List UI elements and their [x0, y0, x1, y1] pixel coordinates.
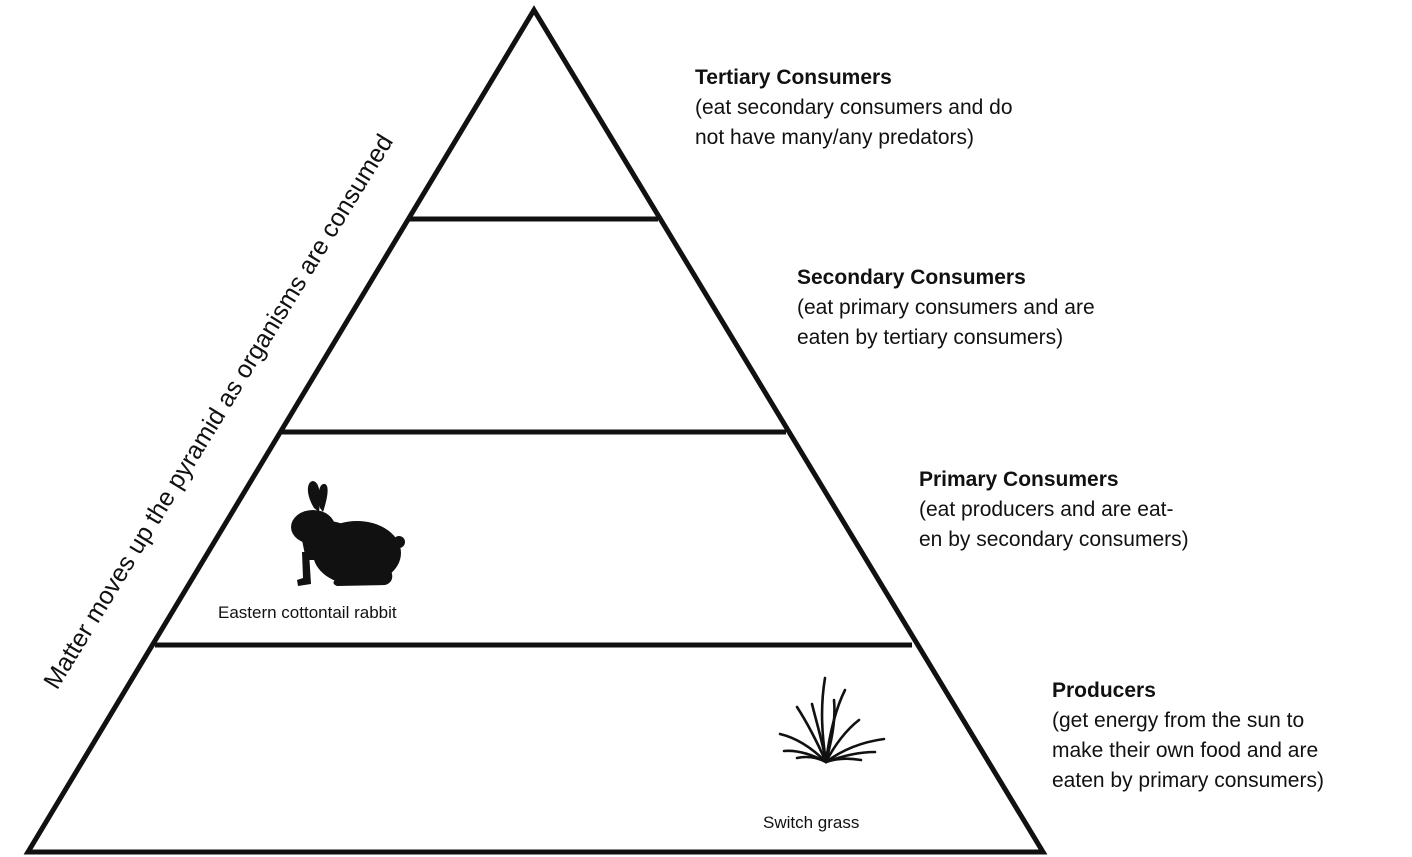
grass-caption: Switch grass: [763, 813, 860, 832]
rabbit-silhouette-icon: [291, 481, 405, 586]
level-label-producers: Producers (get energy from the sun to ma…: [1052, 676, 1324, 796]
rabbit-caption: Eastern cottontail rabbit: [218, 603, 397, 622]
level-title: Secondary Consumers: [797, 266, 1026, 289]
level-title: Primary Consumers: [919, 468, 1119, 491]
level-title: Tertiary Consumers: [695, 66, 892, 89]
level-description: (get energy from the sun to make their o…: [1052, 709, 1324, 792]
level-label-primary: Primary Consumers (eat producers and are…: [919, 465, 1189, 555]
level-label-tertiary: Tertiary Consumers (eat secondary consum…: [695, 63, 1013, 153]
level-title: Producers: [1052, 679, 1156, 702]
pyramid-outline: [23, 5, 1048, 855]
level-label-secondary: Secondary Consumers (eat primary consume…: [797, 263, 1095, 353]
level-description: (eat producers and are eat- en by second…: [919, 498, 1189, 551]
level-description: (eat primary consumers and are eaten by …: [797, 296, 1095, 349]
grass-silhouette-icon: [778, 676, 886, 764]
level-description: (eat secondary consumers and do not have…: [695, 96, 1013, 149]
